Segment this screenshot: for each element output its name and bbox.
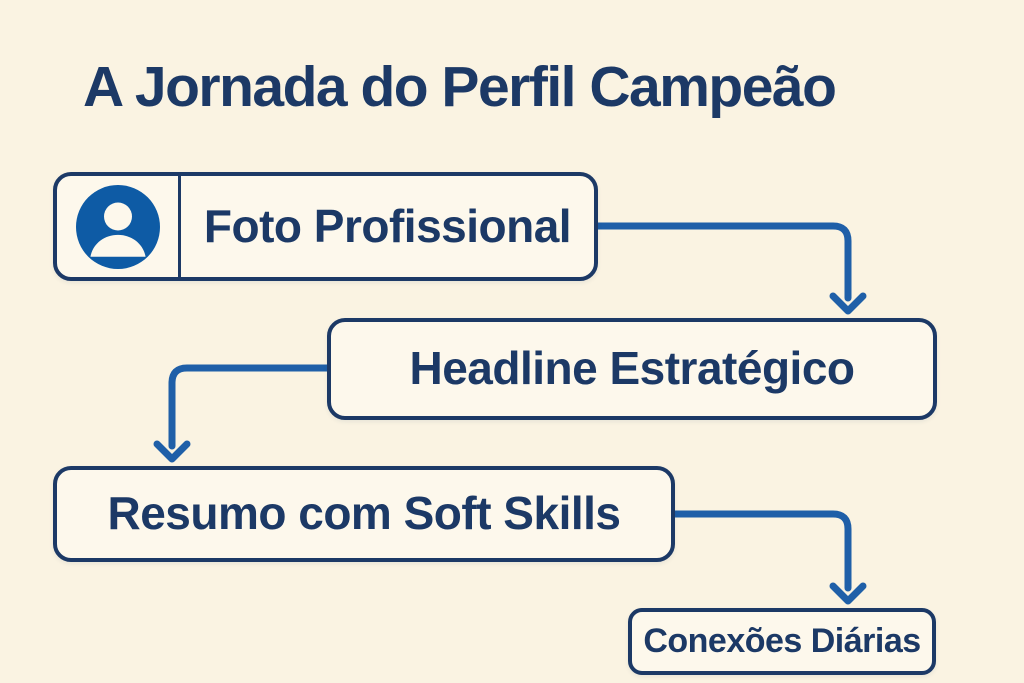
connector-resumo-to-conexoes: [671, 510, 852, 592]
node-label: Conexões Diárias: [643, 621, 921, 660]
page-title: A Jornada do Perfil Campeão: [83, 55, 837, 119]
node-label-cell: Foto Profissional: [181, 203, 594, 251]
node-conexoes-diarias: Conexões Diárias: [628, 608, 936, 675]
arrowhead-headline-to-resumo-icon: [153, 440, 191, 463]
connector-foto-to-headline: [594, 222, 852, 302]
arrowhead-foto-to-headline-icon: [829, 292, 867, 315]
node-headline-estrategico: Headline Estratégico: [327, 318, 937, 420]
node-resumo-soft-skills: Resumo com Soft Skills: [53, 466, 675, 562]
connector-headline-to-resumo: [168, 364, 331, 450]
node-label: Resumo com Soft Skills: [107, 487, 621, 539]
node-label: Foto Profissional: [203, 199, 572, 252]
node-foto-profissional: Foto Profissional: [53, 172, 598, 281]
node-icon-cell: [57, 176, 181, 277]
person-icon: [75, 184, 160, 269]
arrowhead-resumo-to-conexoes-icon: [829, 582, 867, 605]
node-label: Headline Estratégico: [409, 342, 855, 394]
